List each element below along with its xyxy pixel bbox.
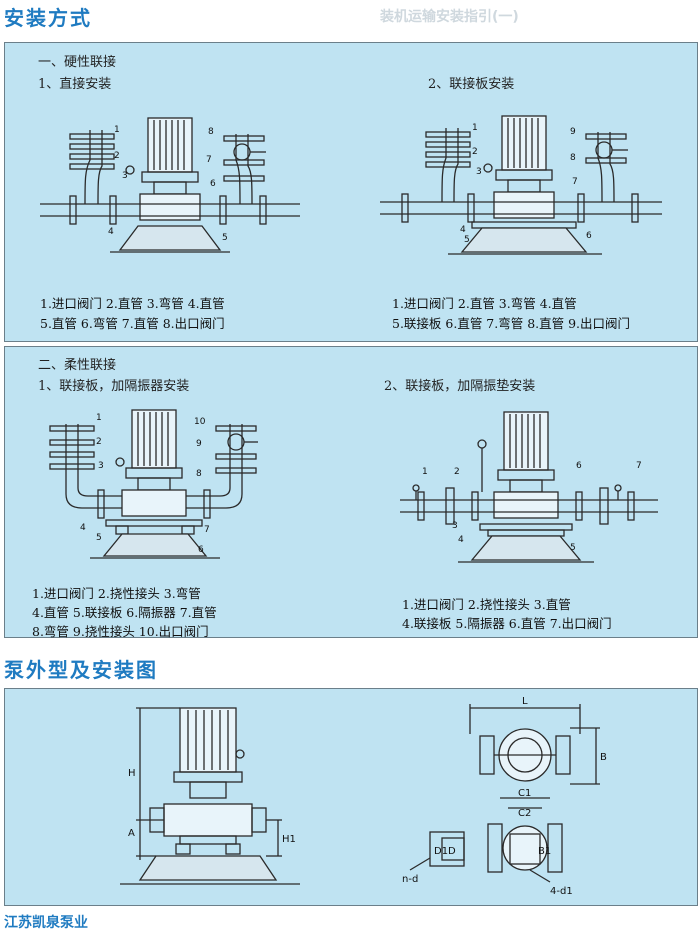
rigid-right-callout-9: 9 xyxy=(570,127,576,137)
pump-elevation-drawing: H A H1 xyxy=(120,707,300,885)
outline-panel xyxy=(4,688,698,906)
dim-label-A: A xyxy=(128,828,135,839)
flexible-left-callout-3: 3 xyxy=(98,461,104,471)
rigid-right-legend-line-2: 5.联接板 6.直管 7.弯管 8.直管 9.出口阀门 xyxy=(392,316,631,331)
rigid-right-callout-7: 7 xyxy=(572,177,578,187)
rigid-left-legend-line-1: 1.进口阀门 2.直管 3.弯管 4.直管 xyxy=(40,296,225,311)
rigid-right-subtitle: 2、联接板安装 xyxy=(428,77,515,92)
footer-company: 江苏凯泉泵业 xyxy=(4,915,88,931)
rigid-right-legend-line-1: 1.进口阀门 2.直管 3.弯管 4.直管 xyxy=(392,296,577,311)
dim-label-D: D xyxy=(448,846,456,857)
flexible-right-callout-5: 5 xyxy=(570,543,576,553)
flexible-left-legend-line-3: 8.弯管 9.挠性接头 10.出口阀门 xyxy=(32,624,209,639)
flexible-left-callout-6: 6 xyxy=(198,545,204,555)
rigid-left-callout-3: 3 xyxy=(122,171,128,181)
flexible-left-callout-1: 1 xyxy=(96,413,102,423)
flexible-left-legend-line-1: 1.进口阀门 2.挠性接头 3.弯管 xyxy=(32,586,201,601)
rigid-left-callout-5: 5 xyxy=(222,233,228,243)
dim-label-H1: H1 xyxy=(282,834,296,845)
rigid-left-callout-1: 1 xyxy=(114,125,120,135)
flexible-left-callout-5: 5 xyxy=(96,533,102,543)
rigid-right-callout-2: 2 xyxy=(472,147,478,157)
flexible-left-callout-9: 9 xyxy=(196,439,202,449)
rigid-direct-install-drawing: 1 2 3 4 5 6 7 8 xyxy=(40,117,300,253)
rigid-left-callout-4: 4 xyxy=(108,227,114,237)
dim-label-L: L xyxy=(522,696,528,707)
flexible-left-callout-8: 8 xyxy=(196,469,202,479)
rigid-left-legend-line-2: 5.直管 6.弯管 7.直管 8.出口阀门 xyxy=(40,316,225,331)
dim-label-B1: B1 xyxy=(538,846,551,857)
rigid-left-callout-8: 8 xyxy=(208,127,214,137)
rigid-left-callout-2: 2 xyxy=(114,151,120,161)
outline-section-title: 泵外型及安装图 xyxy=(4,658,158,682)
flexible-heading: 二、柔性联接 xyxy=(38,358,117,373)
rigid-right-callout-1: 1 xyxy=(472,123,478,133)
flexible-pad-install-drawing: 1 2 3 4 5 6 7 xyxy=(400,411,658,563)
rigid-left-subtitle: 1、直接安装 xyxy=(38,77,112,92)
flexible-left-callout-2: 2 xyxy=(96,437,102,447)
rigid-connection-panel xyxy=(4,42,698,342)
rigid-right-callout-4: 4 xyxy=(460,225,466,235)
dim-label-4-d1: 4-d1 xyxy=(550,886,573,897)
flexible-right-legend-line-1: 1.进口阀门 2.挠性接头 3.直管 xyxy=(402,597,571,612)
dim-label-n-d: n-d xyxy=(402,874,418,885)
flexible-isolator-install-drawing: 1 2 3 4 5 6 7 8 9 10 xyxy=(49,409,258,559)
page-title: 安装方式 xyxy=(4,6,92,30)
dim-label-B: B xyxy=(600,752,607,763)
dim-label-D1: D1 xyxy=(434,846,448,857)
flexible-left-callout-10: 10 xyxy=(194,417,206,427)
dim-label-C2: C2 xyxy=(518,808,531,819)
flexible-right-callout-3: 3 xyxy=(452,521,458,531)
flexible-left-legend-line-2: 4.直管 5.联接板 6.隔振器 7.直管 xyxy=(32,605,217,620)
rigid-right-callout-8: 8 xyxy=(570,153,576,163)
dim-label-H: H xyxy=(128,768,136,779)
flexible-right-legend-line-2: 4.联接板 5.隔振器 6.直管 7.出口阀门 xyxy=(402,616,612,631)
faded-header-text: 装机运输安装指引(一) xyxy=(380,9,519,25)
dim-label-C1: C1 xyxy=(518,788,531,799)
flexible-right-callout-4: 4 xyxy=(458,535,464,545)
rigid-left-callout-7: 7 xyxy=(206,155,212,165)
flexible-left-callout-4: 4 xyxy=(80,523,86,533)
rigid-right-callout-3: 3 xyxy=(476,167,482,177)
flexible-right-callout-1: 1 xyxy=(422,467,428,477)
flexible-right-callout-7: 7 xyxy=(636,461,642,471)
rigid-right-callout-6: 6 xyxy=(586,231,592,241)
flexible-left-callout-7: 7 xyxy=(204,525,210,535)
flexible-left-subtitle: 1、联接板，加隔振器安装 xyxy=(38,379,190,394)
rigid-left-callout-6: 6 xyxy=(210,179,216,189)
rigid-plate-install-drawing: 1 2 3 4 5 6 7 8 9 xyxy=(380,115,662,255)
flexible-right-subtitle: 2、联接板，加隔振垫安装 xyxy=(384,379,536,394)
flexible-right-callout-6: 6 xyxy=(576,461,582,471)
flexible-right-callout-2: 2 xyxy=(454,467,460,477)
rigid-right-callout-5: 5 xyxy=(464,235,470,245)
rigid-heading: 一、硬性联接 xyxy=(38,55,117,70)
pump-plan-drawing: L B C1 C2 D D1 B1 n-d 4-d1 xyxy=(402,696,607,897)
